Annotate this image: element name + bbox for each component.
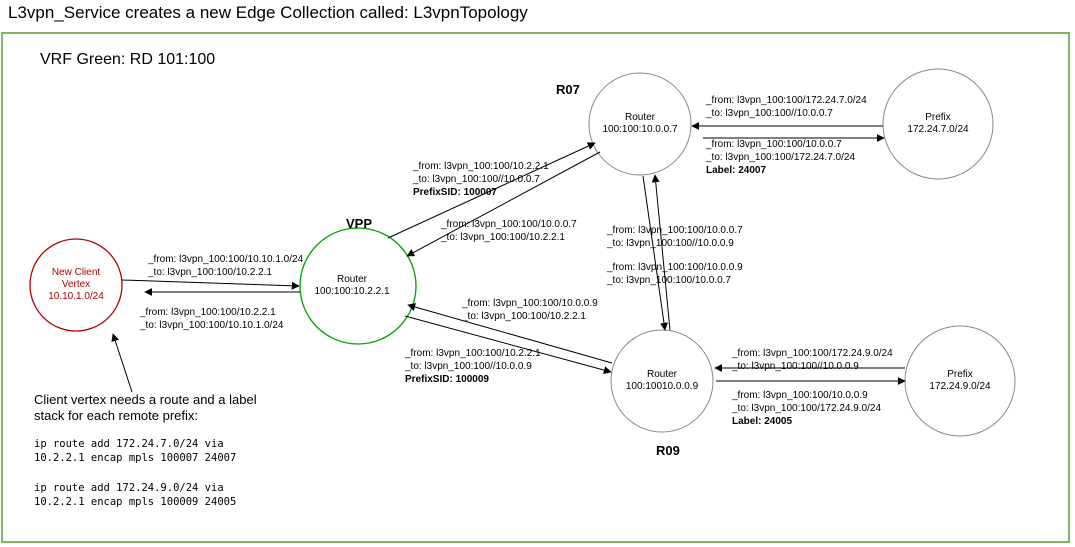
- client-vertex-node[interactable]: [29, 238, 123, 332]
- r07-heading: R07: [556, 82, 580, 97]
- r09-router-text: Router 100:10010.0.0.9: [626, 369, 698, 393]
- route-command-1: ip route add 172.24.7.0/24 via 10.2.2.1 …: [34, 437, 236, 465]
- vpp-heading: VPP: [346, 216, 373, 231]
- route-command-1a: ip route add 172.24.7.0/24 via: [34, 438, 224, 450]
- prefix9-line2: 172.24.9.0/24: [929, 381, 991, 392]
- r09-line2: 100:10010.0.0.9: [625, 381, 699, 392]
- vpp-line2: 100:100:10.2.2.1: [314, 286, 390, 297]
- edge-from-text: _from: l3vpn_100:100/10.10.1.0/24: [148, 254, 304, 265]
- vpp-line1: Router: [336, 274, 368, 285]
- edge-to-text: _to: l3vpn_100:100/10.0.0.7: [607, 275, 731, 286]
- edge-label-client-vpp: _from: l3vpn_100:100/10.10.1.0/24 _to: l…: [148, 253, 303, 279]
- edge-to-text: _to: l3vpn_100:100//10.0.0.9: [732, 361, 859, 372]
- r07-line2: 100:100:10.0.0.7: [602, 124, 678, 135]
- edge-from-text: _from: l3vpn_100:100/10.0.0.9: [732, 390, 868, 401]
- edge-r09-to-r07: [651, 174, 671, 331]
- edge-from-text: _from: l3vpn_100:100/10.2.2.1: [140, 307, 276, 318]
- edge-to-text: _to: l3vpn_100:100/10.2.2.1: [441, 232, 565, 243]
- page-title: L3vpn_Service creates a new Edge Collect…: [8, 3, 528, 22]
- prefix-7-node[interactable]: [882, 68, 994, 180]
- r07-router-node[interactable]: [588, 72, 692, 176]
- client-vertex-text: New Client Vertex 10.10.1.0/24: [48, 267, 104, 303]
- edge-label-r07-prefix7: _from: l3vpn_100:100/10.0.0.7 _to: l3vpn…: [706, 138, 855, 177]
- client-route-note: Client vertex needs a route and a label …: [34, 392, 257, 424]
- edge-to-text: _to: l3vpn_100:100/172.24.9.0/24: [732, 403, 882, 414]
- edge-from-text: _from: l3vpn_100:100/10.0.0.7: [706, 139, 842, 150]
- edge-from-text: _from: l3vpn_100:100/10.2.2.1: [405, 348, 541, 359]
- r09-line1: Router: [646, 369, 678, 380]
- route-command-1b: 10.2.2.1 encap mpls 100007 24007: [34, 452, 237, 464]
- edge-label-vpp-client: _from: l3vpn_100:100/10.2.2.1 _to: l3vpn…: [140, 306, 283, 332]
- r07-line1: Router: [624, 112, 656, 123]
- edge-prefix-sid: PrefixSID: 100007: [413, 187, 497, 198]
- edge-vpp-to-r09: [404, 315, 612, 374]
- edge-label-vpp-r07: _from: l3vpn_100:100/10.2.2.1 _to: l3vpn…: [413, 160, 549, 199]
- edge-from-text: _from: l3vpn_100:100/172.24.7.0/24: [706, 95, 867, 106]
- edge-label-prefix9-r09: _from: l3vpn_100:100/172.24.9.0/24 _to: …: [732, 347, 893, 373]
- edge-client-to-vpp: [121, 279, 300, 290]
- client-line1: New Client: [51, 267, 101, 278]
- edge-vpp-to-r07: [387, 142, 596, 239]
- edge-label-r09-r07: _from: l3vpn_100:100/10.0.0.9 _to: l3vpn…: [607, 261, 743, 287]
- edge-to-text: _to: l3vpn_100:100/10.2.2.1: [148, 267, 272, 278]
- edge-from-text: _from: l3vpn_100:100/10.0.0.9: [607, 262, 743, 273]
- edge-label-r09-vpp: _from: l3vpn_100:100/10.0.0.9 _to: l3vpn…: [462, 297, 598, 323]
- client-line3: 10.10.1.0/24: [48, 291, 104, 302]
- vpp-router-node[interactable]: [299, 227, 417, 345]
- edge-label-r07-r09: _from: l3vpn_100:100/10.0.0.7 _to: l3vpn…: [607, 224, 743, 250]
- r09-heading: R09: [656, 443, 680, 458]
- vrf-label: VRF Green: RD 101:100: [40, 51, 216, 68]
- edge-from-text: _from: l3vpn_100:100/10.0.0.7: [607, 225, 743, 236]
- route-command-2: ip route add 172.24.9.0/24 via 10.2.2.1 …: [34, 481, 236, 509]
- edge-to-text: _to: l3vpn_100:100/172.24.7.0/24: [706, 152, 856, 163]
- edge-r09-to-vpp: [407, 303, 613, 364]
- note-line1: Client vertex needs a route and a label: [34, 392, 257, 407]
- edge-to-text: _to: l3vpn_100:100//10.0.0.7: [706, 108, 833, 119]
- edge-label-r09-prefix9: _from: l3vpn_100:100/10.0.0.9 _to: l3vpn…: [732, 389, 881, 428]
- edge-label-r07-vpp: _from: l3vpn_100:100/10.0.0.7 _to: l3vpn…: [441, 218, 577, 244]
- note-line2: stack for each remote prefix:: [34, 408, 199, 423]
- edge-prefix-sid: PrefixSID: 100009: [405, 374, 489, 385]
- edge-r07-to-vpp: [406, 151, 601, 257]
- edge-to-text: _to: l3vpn_100:100//10.0.0.9: [607, 238, 734, 249]
- client-line2: Vertex: [61, 279, 91, 290]
- edge-label-prefix7-r07: _from: l3vpn_100:100/172.24.7.0/24 _to: …: [706, 94, 867, 120]
- vrf-frame: [1, 32, 1070, 543]
- edge-to-text: _to: l3vpn_100:100/10.2.2.1: [462, 311, 586, 322]
- route-command-2b: 10.2.2.1 encap mpls 100009 24005: [34, 496, 237, 508]
- prefix-7-text: Prefix 172.24.7.0/24: [907, 112, 968, 136]
- prefix-9-text: Prefix 172.24.9.0/24: [929, 369, 990, 393]
- edge-to-text: _to: l3vpn_100:100//10.0.0.9: [405, 361, 532, 372]
- edge-from-text: _from: l3vpn_100:100/10.0.0.7: [441, 219, 577, 230]
- prefix9-line1: Prefix: [947, 369, 973, 380]
- route-command-2a: ip route add 172.24.9.0/24 via: [34, 482, 224, 494]
- edge-from-text: _from: l3vpn_100:100/10.2.2.1: [413, 161, 549, 172]
- edge-to-text: _to: l3vpn_100:100/10.10.1.0/24: [140, 320, 284, 331]
- edge-label-vpp-r09: _from: l3vpn_100:100/10.2.2.1 _to: l3vpn…: [405, 347, 541, 386]
- prefix7-line1: Prefix: [925, 112, 951, 123]
- vpp-router-text: Router 100:100:10.2.2.1: [314, 274, 389, 298]
- edge-to-text: _to: l3vpn_100:100//10.0.0.7: [413, 174, 540, 185]
- prefix7-line2: 172.24.7.0/24: [907, 124, 969, 135]
- edge-mpls-label: Label: 24007: [706, 165, 767, 176]
- r07-router-text: Router 100:100:10.0.0.7: [602, 112, 677, 136]
- edge-mpls-label: Label: 24005: [732, 416, 793, 427]
- edge-from-text: _from: l3vpn_100:100/172.24.9.0/24: [732, 348, 893, 359]
- note-pointer-arrow: [111, 333, 133, 393]
- edge-r07-to-r09: [642, 175, 668, 331]
- edge-from-text: _from: l3vpn_100:100/10.0.0.9: [462, 298, 598, 309]
